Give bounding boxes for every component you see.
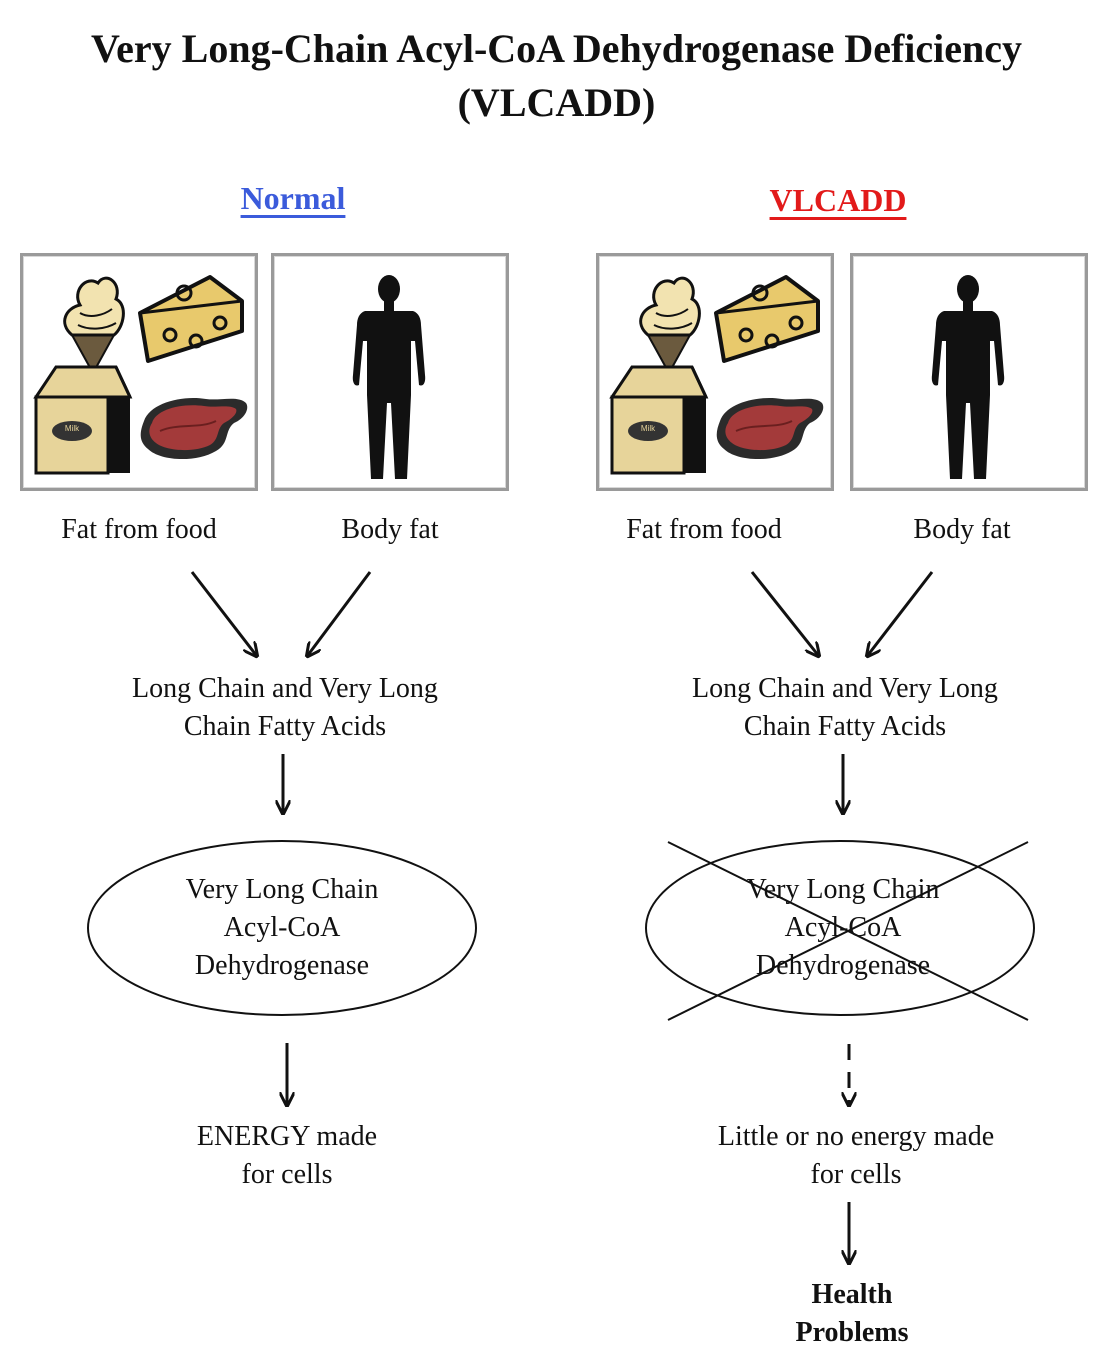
- vlcadd-body-arrow: [868, 571, 934, 655]
- normal-body-image: [352, 275, 426, 479]
- vlcadd-milk-text: Milk: [640, 424, 656, 433]
- normal-fatty-acids-line1: Long Chain and Very Long: [132, 673, 438, 704]
- vlcadd-outcome-line2: Problems: [795, 1317, 909, 1348]
- normal-body-label: Body fat: [341, 514, 439, 545]
- normal-enzyme-line1: Very Long Chain: [185, 874, 379, 905]
- vlcadd-enzyme-line1: Very Long Chain: [746, 874, 940, 905]
- vlcadd-result: Little or no energy made for cells: [626, 1118, 1086, 1194]
- vlcadd-enzyme-text: Very Long Chain Acyl-CoA Dehydrogenase: [673, 871, 1013, 985]
- vlcadd-food-arrow: [750, 571, 818, 655]
- vlcadd-outcome-line1: Health: [811, 1279, 893, 1310]
- vlcadd-food-label: Fat from food: [626, 514, 782, 545]
- normal-result-line1: ENERGY made: [196, 1121, 378, 1152]
- vlcadd-result-line1: Little or no energy made: [717, 1121, 995, 1152]
- normal-fatty-acids: Long Chain and Very Long Chain Fatty Aci…: [60, 670, 510, 746]
- vlcadd-body-label: Body fat: [913, 514, 1011, 545]
- diagram-title-line2: (VLCADD): [457, 80, 656, 125]
- normal-body-arrow: [308, 571, 372, 655]
- normal-enzyme-text: Very Long Chain Acyl-CoA Dehydrogenase: [112, 871, 452, 985]
- normal-enzyme-line2: Acyl-CoA: [223, 912, 341, 943]
- vlcadd-body-image: [931, 275, 1005, 479]
- vlcadd-fatty-acids: Long Chain and Very Long Chain Fatty Aci…: [620, 670, 1070, 746]
- vlcadd-outcome: Health Problems: [752, 1276, 952, 1352]
- normal-enzyme-ellipse: [87, 840, 477, 1016]
- vlcadd-food-image: [610, 275, 826, 475]
- vlcadd-fatty-acids-line2: Chain Fatty Acids: [743, 711, 947, 742]
- normal-fatty-acids-line2: Chain Fatty Acids: [183, 711, 387, 742]
- vlcadd-result-line2: for cells: [810, 1159, 902, 1190]
- normal-result-line2: for cells: [241, 1159, 333, 1190]
- normal-food-label: Fat from food: [61, 514, 217, 545]
- normal-result: ENERGY made for cells: [87, 1118, 487, 1194]
- vlcadd-fatty-acids-line1: Long Chain and Very Long: [692, 673, 998, 704]
- normal-heading: Normal: [240, 180, 346, 216]
- vlcadd-enzyme-line3: Dehydrogenase: [755, 950, 931, 981]
- normal-food-arrow: [190, 571, 256, 655]
- diagram-title-line1: Very Long-Chain Acyl-CoA Dehydrogenase D…: [90, 26, 1023, 71]
- normal-milk-text: Milk: [64, 424, 80, 433]
- vlcadd-enzyme-line2: Acyl-CoA: [784, 912, 902, 943]
- normal-enzyme-line3: Dehydrogenase: [194, 950, 370, 981]
- vlcadd-heading: VLCADD: [769, 182, 907, 218]
- normal-food-image: [34, 275, 250, 475]
